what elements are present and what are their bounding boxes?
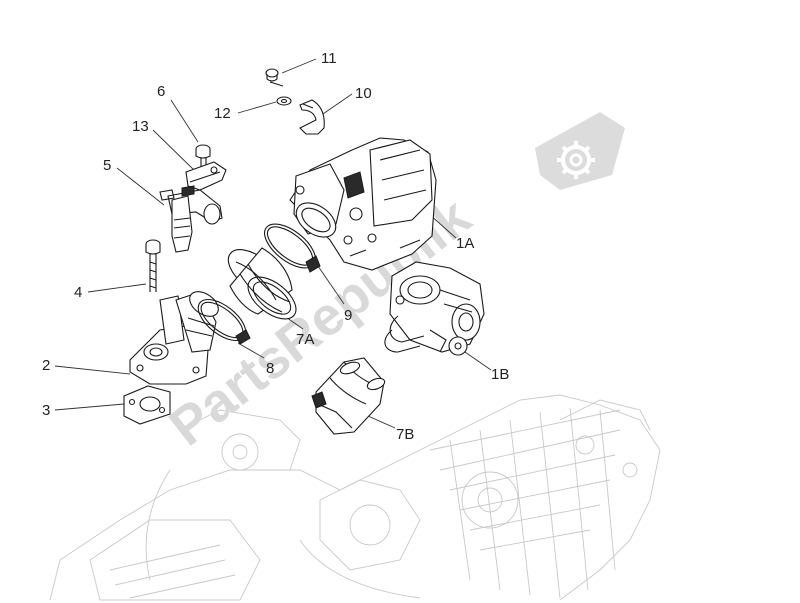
part-11-screw bbox=[265, 68, 284, 87]
callout-1B: 1B bbox=[491, 366, 509, 383]
callout-1A: 1A bbox=[456, 235, 474, 252]
callout-11: 11 bbox=[321, 50, 337, 67]
callout-3: 3 bbox=[42, 402, 50, 419]
watermark-logo bbox=[535, 112, 625, 190]
callout-12: 12 bbox=[214, 105, 231, 122]
callout-10: 10 bbox=[355, 85, 372, 102]
part-12-washer bbox=[276, 96, 292, 106]
part-1A-throttle-body bbox=[289, 137, 437, 271]
part-2-manifold bbox=[129, 291, 219, 385]
part-5-injector bbox=[159, 185, 223, 253]
callout-8: 8 bbox=[266, 360, 274, 377]
callout-5: 5 bbox=[103, 157, 111, 174]
part-4-bolt bbox=[145, 239, 161, 292]
callout-4: 4 bbox=[74, 284, 82, 301]
callout-7B: 7B bbox=[396, 426, 414, 443]
part-3-gasket bbox=[123, 385, 171, 425]
part-7A-sleeve bbox=[227, 247, 297, 320]
callout-6: 6 bbox=[157, 83, 165, 100]
callout-7A: 7A bbox=[296, 331, 314, 348]
part-10-bracket bbox=[299, 99, 325, 135]
callout-13: 13 bbox=[132, 118, 149, 135]
part-6-bolt bbox=[195, 144, 211, 170]
callout-2: 2 bbox=[42, 357, 50, 374]
part-13-bracket bbox=[185, 161, 227, 191]
gear-icon bbox=[557, 141, 595, 179]
engine-background bbox=[49, 394, 661, 601]
callout-labels: 11 10 12 6 13 5 4 2 3 8 7A 9 1A 1B 7B bbox=[42, 50, 509, 443]
part-9-clamp bbox=[264, 223, 321, 273]
part-7B-adapter bbox=[311, 357, 386, 435]
part-1B-throttle-body bbox=[384, 261, 485, 356]
leader-lines bbox=[54, 58, 492, 429]
part-8-clamp bbox=[197, 298, 251, 345]
callout-9: 9 bbox=[344, 307, 352, 324]
